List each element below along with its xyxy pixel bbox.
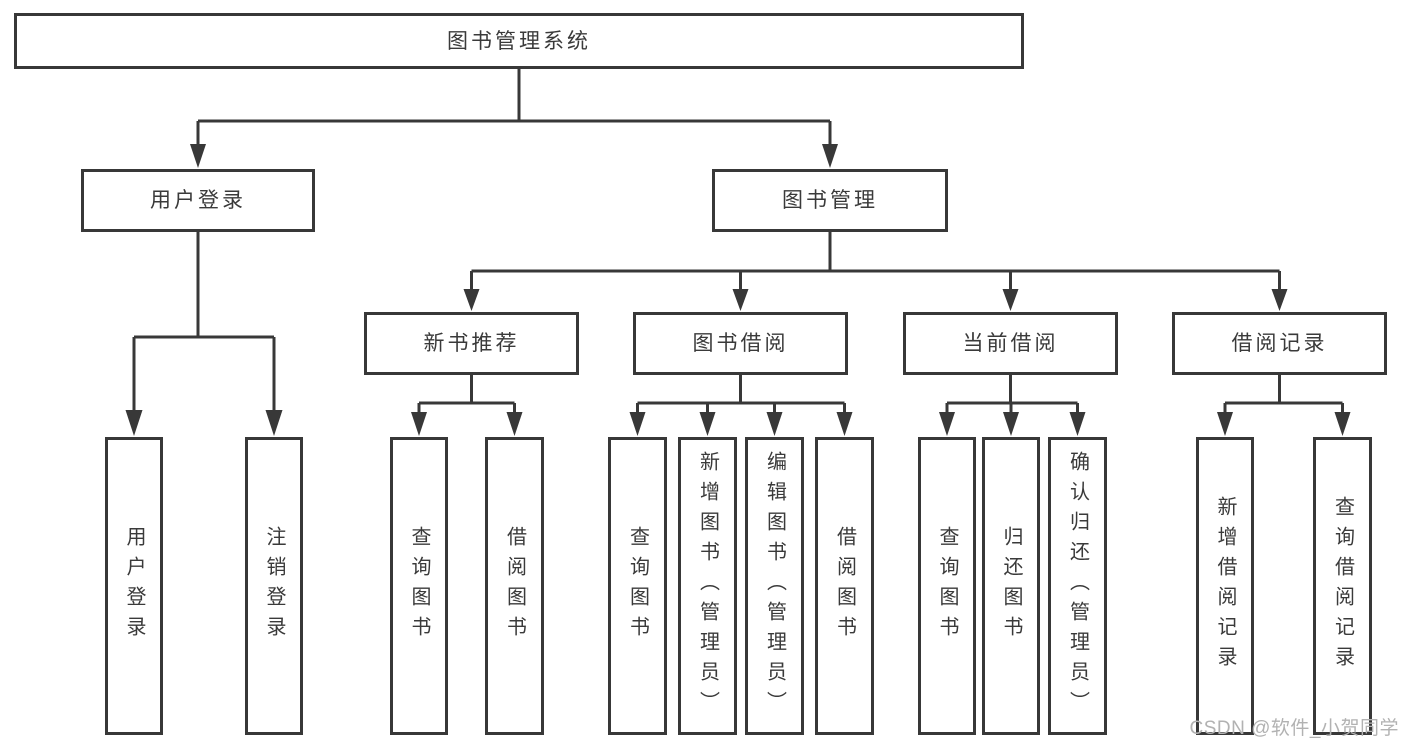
leaf-label: 借阅图书 <box>503 526 526 646</box>
arrowhead-icon <box>766 412 783 436</box>
leaf-return-books: 归还图书 <box>982 437 1040 735</box>
leaf-label: 查询图书 <box>408 526 430 646</box>
node-user-login: 用户登录 <box>81 169 315 232</box>
leaf-logout: 注销登录 <box>245 437 303 735</box>
node-current-borrow: 当前借阅 <box>903 312 1118 375</box>
arrowhead-icon <box>125 410 143 436</box>
node-label: 图书借阅 <box>692 332 789 355</box>
node-label: 图书管理 <box>782 189 878 212</box>
arrowhead-icon <box>732 289 749 311</box>
arrowhead-icon <box>822 144 838 168</box>
watermark: CSDN @软件_小贺同学 <box>1189 718 1399 739</box>
node-book-borrow: 图书借阅 <box>633 312 848 375</box>
arrowhead-icon <box>463 289 480 311</box>
arrowhead-icon <box>1069 412 1086 436</box>
arrowhead-icon <box>836 412 853 436</box>
arrowhead-icon <box>1003 412 1019 436</box>
leaf-label: 确认归还（管理员） <box>1066 451 1089 721</box>
leaf-add-borrow-record: 新增借阅记录 <box>1196 437 1254 735</box>
arrowhead-icon <box>411 412 427 436</box>
leaf-label: 新增图书（管理员） <box>696 451 719 721</box>
node-label: 借阅记录 <box>1231 332 1328 355</box>
arrowhead-icon <box>1271 289 1288 311</box>
arrowhead-icon <box>939 412 955 436</box>
leaf-label: 注销登录 <box>263 526 285 646</box>
connector-line <box>417 375 516 414</box>
connector-line <box>132 232 276 412</box>
node-label: 图书管理系统 <box>447 29 591 53</box>
leaf-user-login: 用户登录 <box>105 437 163 735</box>
arrowhead-icon <box>699 412 716 436</box>
arrowhead-icon <box>1334 412 1351 436</box>
leaf-label: 借阅图书 <box>833 526 856 646</box>
arrowhead-icon <box>190 144 206 168</box>
node-book-management: 图书管理 <box>712 169 948 232</box>
leaf-label: 查询图书 <box>626 526 649 646</box>
node-root: 图书管理系统 <box>14 13 1024 69</box>
leaf-label: 归还图书 <box>1000 526 1022 646</box>
connector-line <box>945 375 1079 414</box>
leaf-borrow-books: 借阅图书 <box>815 437 874 735</box>
node-label: 当前借阅 <box>962 332 1059 355</box>
connector-current-borrow <box>939 375 1086 436</box>
arrowhead-icon <box>629 412 646 436</box>
node-label: 新书推荐 <box>423 332 520 355</box>
leaf-confirm-return-admin: 确认归还（管理员） <box>1048 437 1107 735</box>
leaf-query-books: 查询图书 <box>608 437 667 735</box>
arrowhead-icon <box>265 410 283 436</box>
leaf-edit-books-admin: 编辑图书（管理员） <box>745 437 804 735</box>
connector-line <box>1223 375 1344 414</box>
leaf-query-books: 查询图书 <box>918 437 976 735</box>
arrowhead-icon <box>506 412 523 436</box>
connector-new-book <box>411 375 523 436</box>
leaf-label: 新增借阅记录 <box>1214 496 1236 676</box>
leaf-add-books-admin: 新增图书（管理员） <box>678 437 737 735</box>
connector-book-borrow <box>629 375 853 436</box>
arrowhead-icon <box>1217 412 1233 436</box>
leaf-label: 查询图书 <box>936 526 958 646</box>
connector-book-management <box>463 232 1288 311</box>
node-label: 用户登录 <box>150 189 246 212</box>
connector-line <box>196 69 832 146</box>
node-borrow-records: 借阅记录 <box>1172 312 1387 375</box>
leaf-label: 查询借阅记录 <box>1331 496 1354 676</box>
leaf-borrow-books: 借阅图书 <box>485 437 544 735</box>
connector-line <box>636 375 846 414</box>
connector-root <box>190 69 838 168</box>
leaf-query-borrow-record: 查询借阅记录 <box>1313 437 1372 735</box>
leaf-label: 编辑图书（管理员） <box>763 451 786 721</box>
leaf-query-books: 查询图书 <box>390 437 448 735</box>
connector-borrow-records <box>1217 375 1351 436</box>
connector-user-login <box>125 232 283 436</box>
connector-line <box>470 232 1281 290</box>
arrowhead-icon <box>1002 289 1019 311</box>
leaf-label: 用户登录 <box>123 526 145 646</box>
node-new-book-recommend: 新书推荐 <box>364 312 579 375</box>
